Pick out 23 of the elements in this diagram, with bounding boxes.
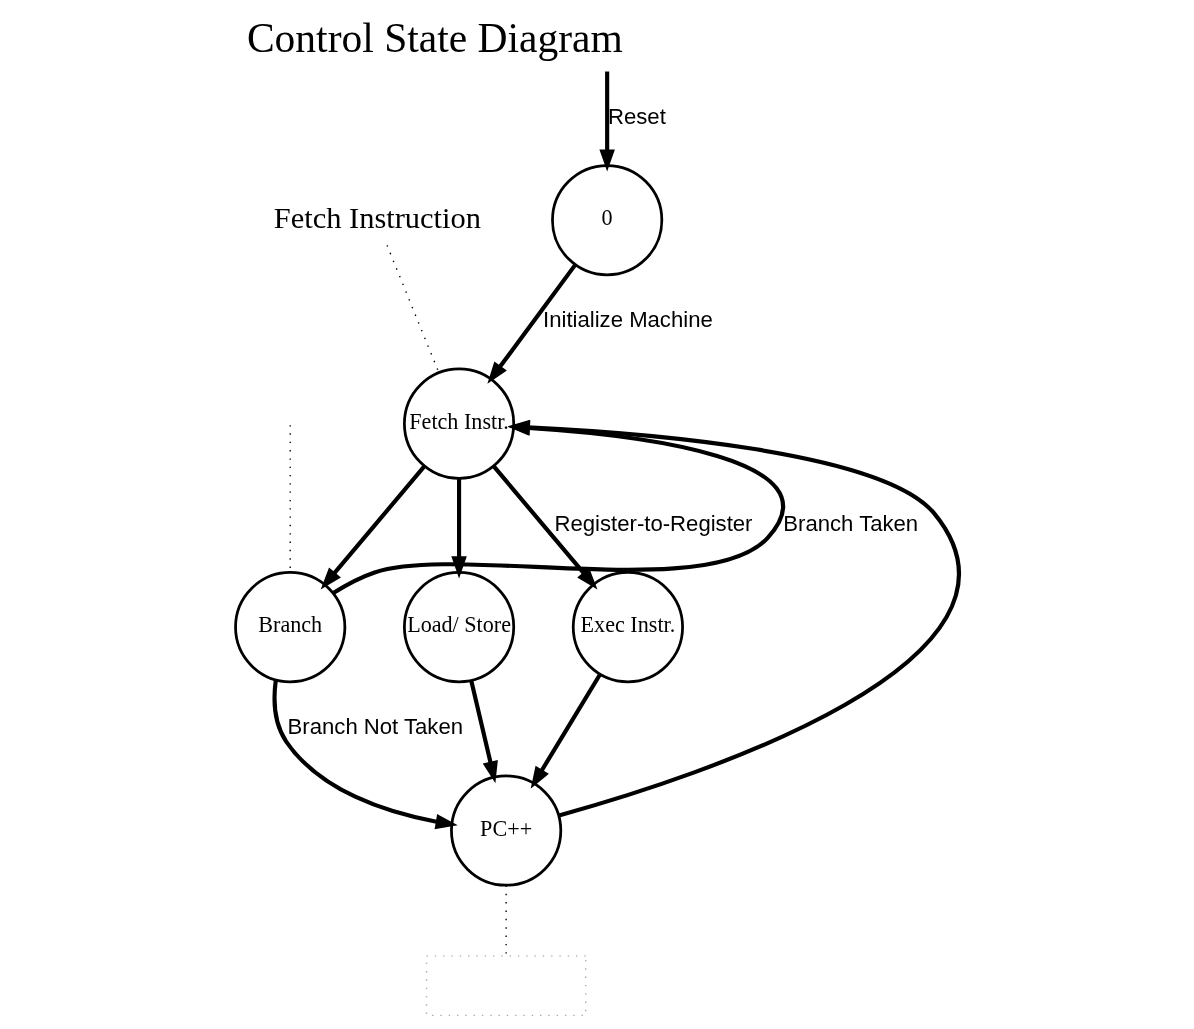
- node-circle: Load/ Store: [402, 571, 515, 684]
- arrow: [486, 263, 577, 384]
- diagram-title: Control State Diagram: [246, 15, 623, 62]
- node-circle: Fetch Instr.: [402, 367, 515, 480]
- arrow: [320, 464, 426, 590]
- node-circle: 0: [550, 164, 663, 277]
- node-circle: Exec Instr.: [571, 571, 684, 684]
- arrow: [598, 71, 615, 172]
- arrow: [491, 464, 597, 590]
- node-circle: PC++: [449, 774, 562, 887]
- edge-label: Register-to-Register: [554, 510, 752, 536]
- node-box: [425, 955, 586, 1017]
- node-text: Fetch Instruction: [273, 200, 481, 235]
- edge-label: Reset: [607, 103, 666, 129]
- edge-label: Branch Not Taken: [287, 714, 463, 740]
- arrow: [530, 673, 602, 789]
- connector: [504, 884, 507, 957]
- node-circle: Branch: [233, 571, 346, 684]
- edge-label: Initialize Machine: [542, 307, 713, 333]
- arrow: [450, 478, 467, 579]
- edge-label: Branch Taken: [782, 510, 918, 536]
- arrow: [272, 679, 458, 830]
- arrow: [468, 680, 498, 784]
